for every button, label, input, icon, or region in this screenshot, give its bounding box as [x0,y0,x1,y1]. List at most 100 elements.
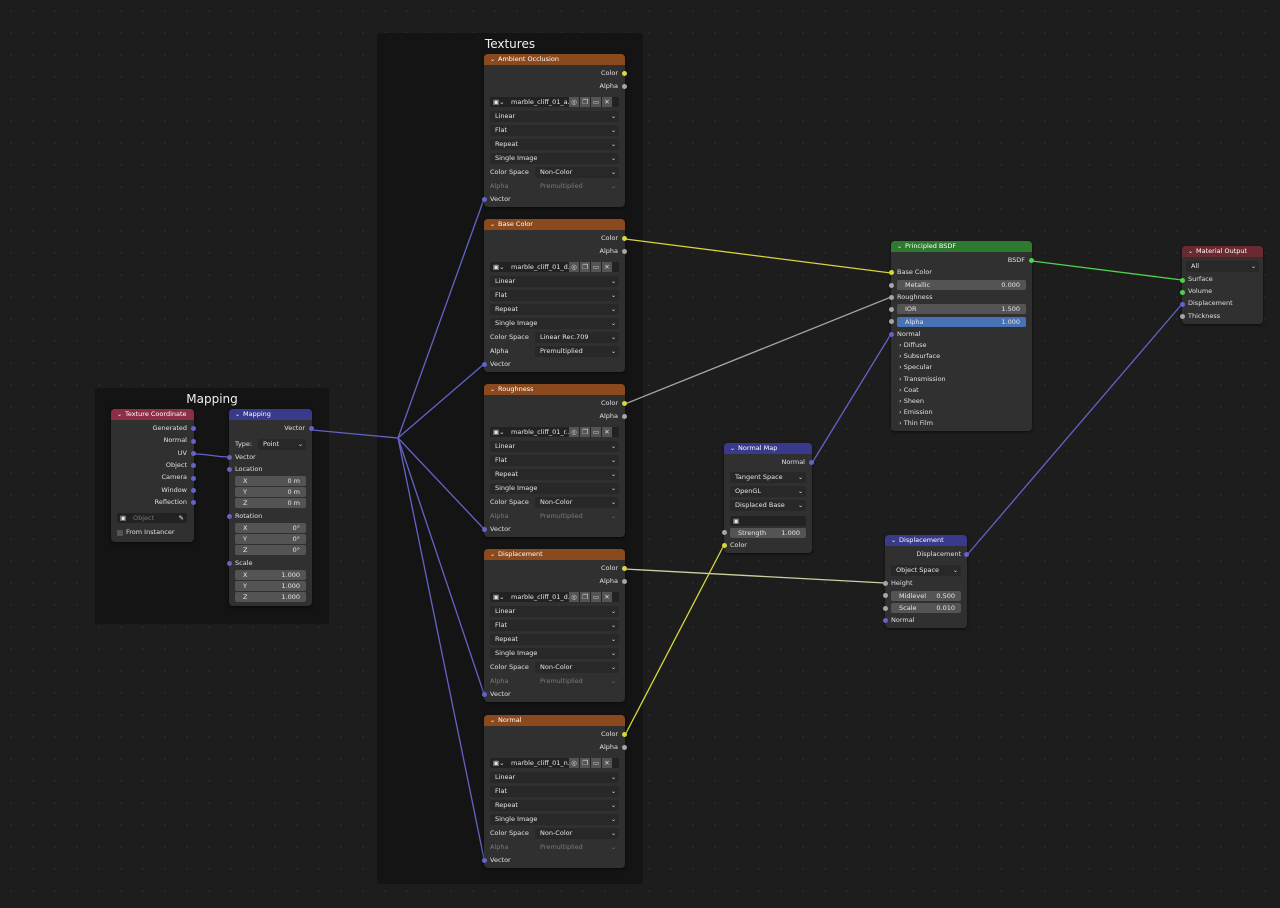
socket-thickness[interactable] [1180,314,1185,319]
panel-coat[interactable]: › Coat [899,386,919,395]
socket-scale[interactable] [227,561,232,566]
output-target-dropdown[interactable]: All⌄ [1186,261,1259,272]
displacement-space-dropdown[interactable]: Object Space⌄ [891,565,961,576]
duplicate-icon[interactable]: ❐ [580,592,590,602]
image-browse-icon[interactable]: ▣⌄ [493,593,505,601]
socket-ior[interactable] [889,307,894,312]
collapse-chevron-icon[interactable]: ⌄ [117,411,123,418]
socket-disp-normal[interactable] [883,618,888,623]
interpolation-dropdown[interactable]: Linear⌄ [490,111,619,122]
socket-uv[interactable] [191,451,196,456]
duplicate-icon[interactable]: ❐ [580,262,590,272]
socket-midlevel[interactable] [883,593,888,598]
socket-normal[interactable] [191,439,196,444]
color-space-dropdown[interactable]: Non-Color⌄ [535,497,619,508]
displacement-header[interactable]: ⌄Displacement [885,535,967,546]
panel-emission[interactable]: › Emission [899,408,933,417]
socket-metallic[interactable] [889,283,894,288]
mapping-node[interactable]: ⌄Mapping Vector Type: Point⌄ Vector Loca… [227,409,314,606]
socket-normal-map-out[interactable] [809,460,814,465]
image-texture-node-displacement[interactable]: ⌄Displacement Color Alpha ▣⌄ marble_clif… [482,549,627,702]
collapse-chevron-icon[interactable]: ⌄ [490,56,496,63]
displacement-node[interactable]: ⌄Displacement Displacement Object Space⌄… [883,535,969,628]
socket-vector-in[interactable] [482,197,487,202]
socket-normal-map-color[interactable] [722,543,727,548]
interpolation-dropdown[interactable]: Linear⌄ [490,276,619,287]
socket-vector-in[interactable] [482,362,487,367]
collapse-chevron-icon[interactable]: ⌄ [897,243,903,250]
fake-user-shield-icon[interactable]: ◎ [569,592,579,602]
socket-vector-in[interactable] [482,527,487,532]
object-field[interactable]: ▣ Object ✎ [117,513,187,523]
mapping-type-dropdown[interactable]: Point⌄ [258,439,306,450]
close-icon[interactable]: ✕ [602,427,612,437]
socket-height[interactable] [883,581,888,586]
open-folder-icon[interactable]: ▭ [591,97,601,107]
image-texture-node-base-color[interactable]: ⌄Base Color Color Alpha ▣⌄ marble_cliff_… [482,219,627,372]
eyedropper-icon[interactable]: ✎ [178,514,184,522]
open-folder-icon[interactable]: ▭ [591,592,601,602]
image-selector[interactable]: ▣⌄ marble_cliff_01_r... ◎ ❐ ▭ ✕ [490,427,619,437]
panel-subsurface[interactable]: › Subsurface [899,352,940,361]
normal-space-dropdown[interactable]: Tangent Space⌄ [730,472,806,483]
fake-user-shield-icon[interactable]: ◎ [569,97,579,107]
color-space-dropdown[interactable]: Non-Color⌄ [535,828,619,839]
close-icon[interactable]: ✕ [602,592,612,602]
projection-dropdown[interactable]: Flat⌄ [490,290,619,301]
close-icon[interactable]: ✕ [602,262,612,272]
interpolation-dropdown[interactable]: Linear⌄ [490,606,619,617]
socket-surface[interactable] [1180,278,1185,283]
image-texture-node-normal[interactable]: ⌄Normal Color Alpha ▣⌄ marble_cliff_01_n… [482,715,627,868]
color-space-dropdown[interactable]: Non-Color⌄ [535,167,619,178]
socket-bsdf-normal[interactable] [889,332,894,337]
image-selector[interactable]: ▣⌄ marble_cliff_01_a... ◎ ❐ ▭ ✕ [490,97,619,107]
extension-dropdown[interactable]: Repeat⌄ [490,469,619,480]
collapse-chevron-icon[interactable]: ⌄ [490,221,496,228]
panel-diffuse[interactable]: › Diffuse [899,341,926,350]
image-browse-icon[interactable]: ▣⌄ [493,98,505,106]
socket-strength[interactable] [722,530,727,535]
socket-color-out[interactable] [622,401,627,406]
socket-location[interactable] [227,467,232,472]
socket-generated[interactable] [191,426,196,431]
image-browse-icon[interactable]: ▣⌄ [493,428,505,436]
socket-scale[interactable] [883,606,888,611]
socket-object[interactable] [191,463,196,468]
source-dropdown[interactable]: Single Image⌄ [490,483,619,494]
material-output-node[interactable]: ⌄Material Output All⌄ Surface Volume Dis… [1180,246,1263,324]
fake-user-shield-icon[interactable]: ◎ [569,262,579,272]
uv-map-field[interactable]: ▣ [730,516,806,526]
socket-bsdf-out[interactable] [1029,258,1034,263]
open-folder-icon[interactable]: ▭ [591,758,601,768]
alpha-mode-dropdown[interactable]: Premultiplied⌄ [535,842,619,853]
duplicate-icon[interactable]: ❐ [580,758,590,768]
collapse-chevron-icon[interactable]: ⌄ [490,551,496,558]
open-folder-icon[interactable]: ▭ [591,427,601,437]
image-texture-node-ambient-occlusion[interactable]: ⌄Ambient Occlusion Color Alpha ▣⌄ marble… [482,54,627,207]
socket-alpha-out[interactable] [622,745,627,750]
image-browse-icon[interactable]: ▣⌄ [493,263,505,271]
image-selector[interactable]: ▣⌄ marble_cliff_01_n... ◎ ❐ ▭ ✕ [490,758,619,768]
close-icon[interactable]: ✕ [602,97,612,107]
alpha-mode-dropdown[interactable]: Premultiplied⌄ [535,676,619,687]
socket-alpha-out[interactable] [622,414,627,419]
collapse-chevron-icon[interactable]: ⌄ [730,445,736,452]
extension-dropdown[interactable]: Repeat⌄ [490,139,619,150]
panel-transmission[interactable]: › Transmission [899,375,946,384]
interpolation-dropdown[interactable]: Linear⌄ [490,441,619,452]
alpha-mode-dropdown[interactable]: Premultiplied⌄ [535,181,619,192]
panel-specular[interactable]: › Specular [899,363,932,372]
collapse-chevron-icon[interactable]: ⌄ [1188,248,1194,255]
texture-node-header[interactable]: ⌄Roughness [484,384,625,395]
image-selector[interactable]: ▣⌄ marble_cliff_01_d... ◎ ❐ ▭ ✕ [490,592,619,602]
open-folder-icon[interactable]: ▭ [591,262,601,272]
panel-thin-film[interactable]: › Thin Film [899,419,933,428]
